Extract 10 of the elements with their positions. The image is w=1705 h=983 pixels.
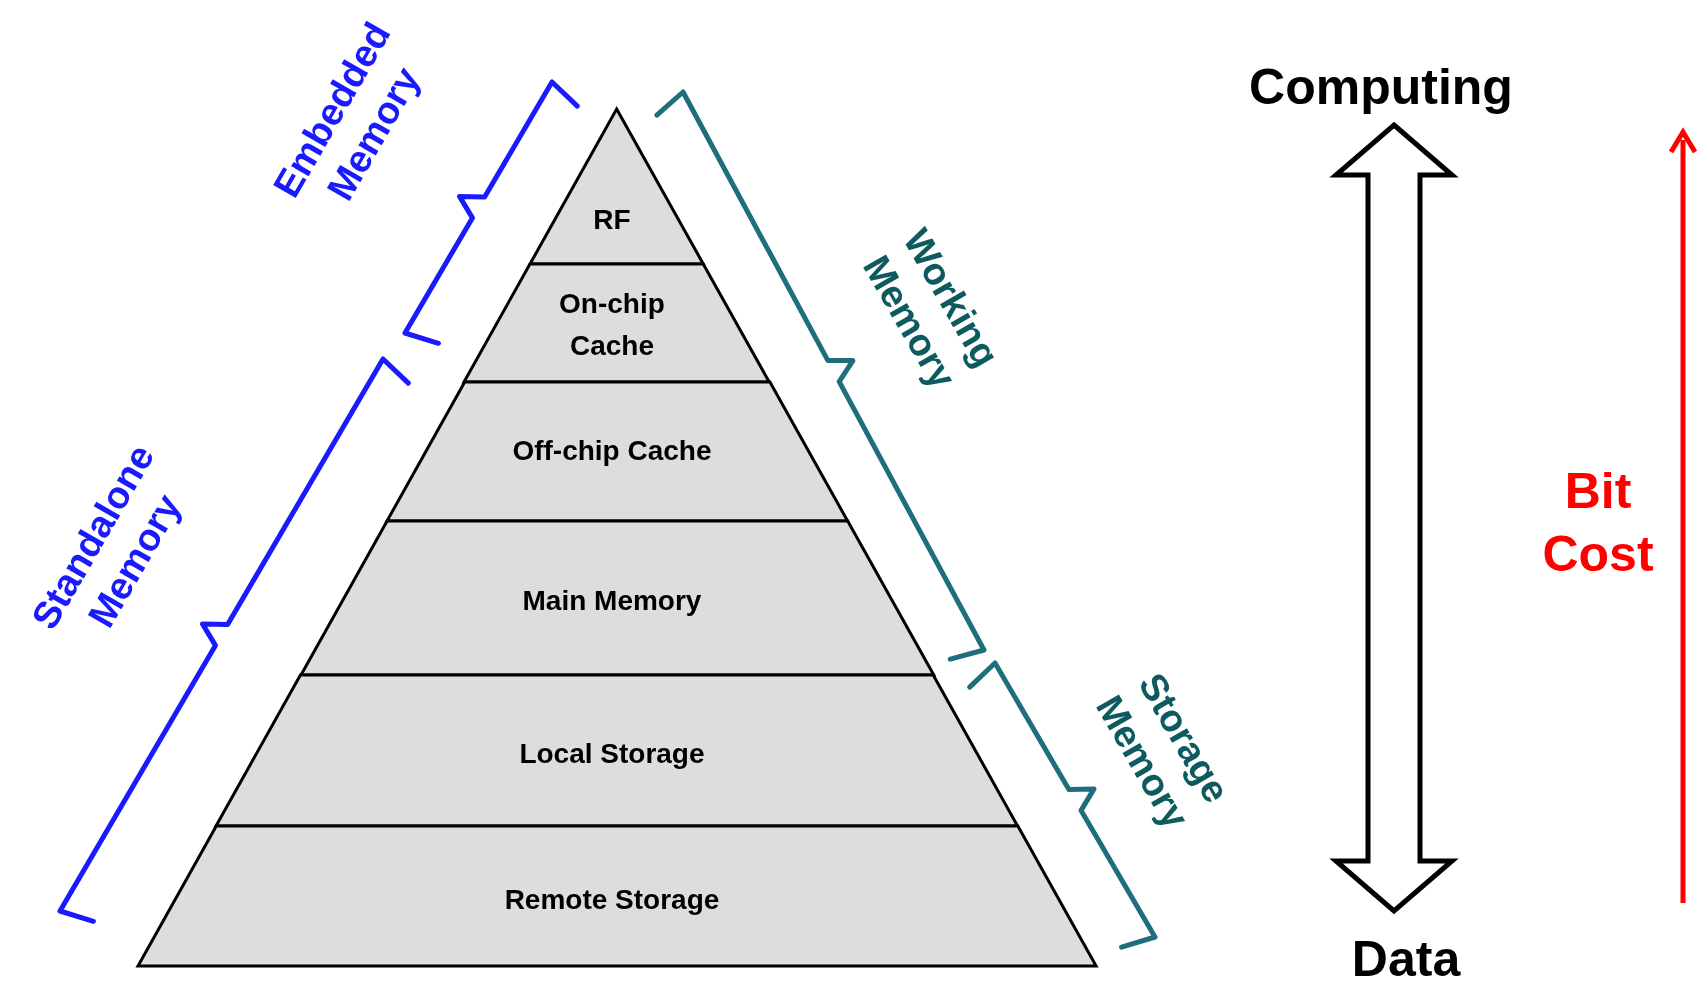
axis-label: Data: [1351, 929, 1461, 983]
tier-label: Remote Storage: [503, 883, 721, 917]
group-label: Bit Cost: [1541, 461, 1655, 583]
tier-label: Main Memory: [521, 584, 703, 618]
tier-label: On-chip Cache: [558, 287, 666, 363]
axis-label: Computing: [1249, 57, 1513, 117]
tier-label: Off-chip Cache: [511, 434, 713, 468]
double-arrow: [1329, 121, 1459, 915]
tier-label: Local Storage: [518, 737, 706, 771]
tier-label: RF: [592, 203, 632, 237]
